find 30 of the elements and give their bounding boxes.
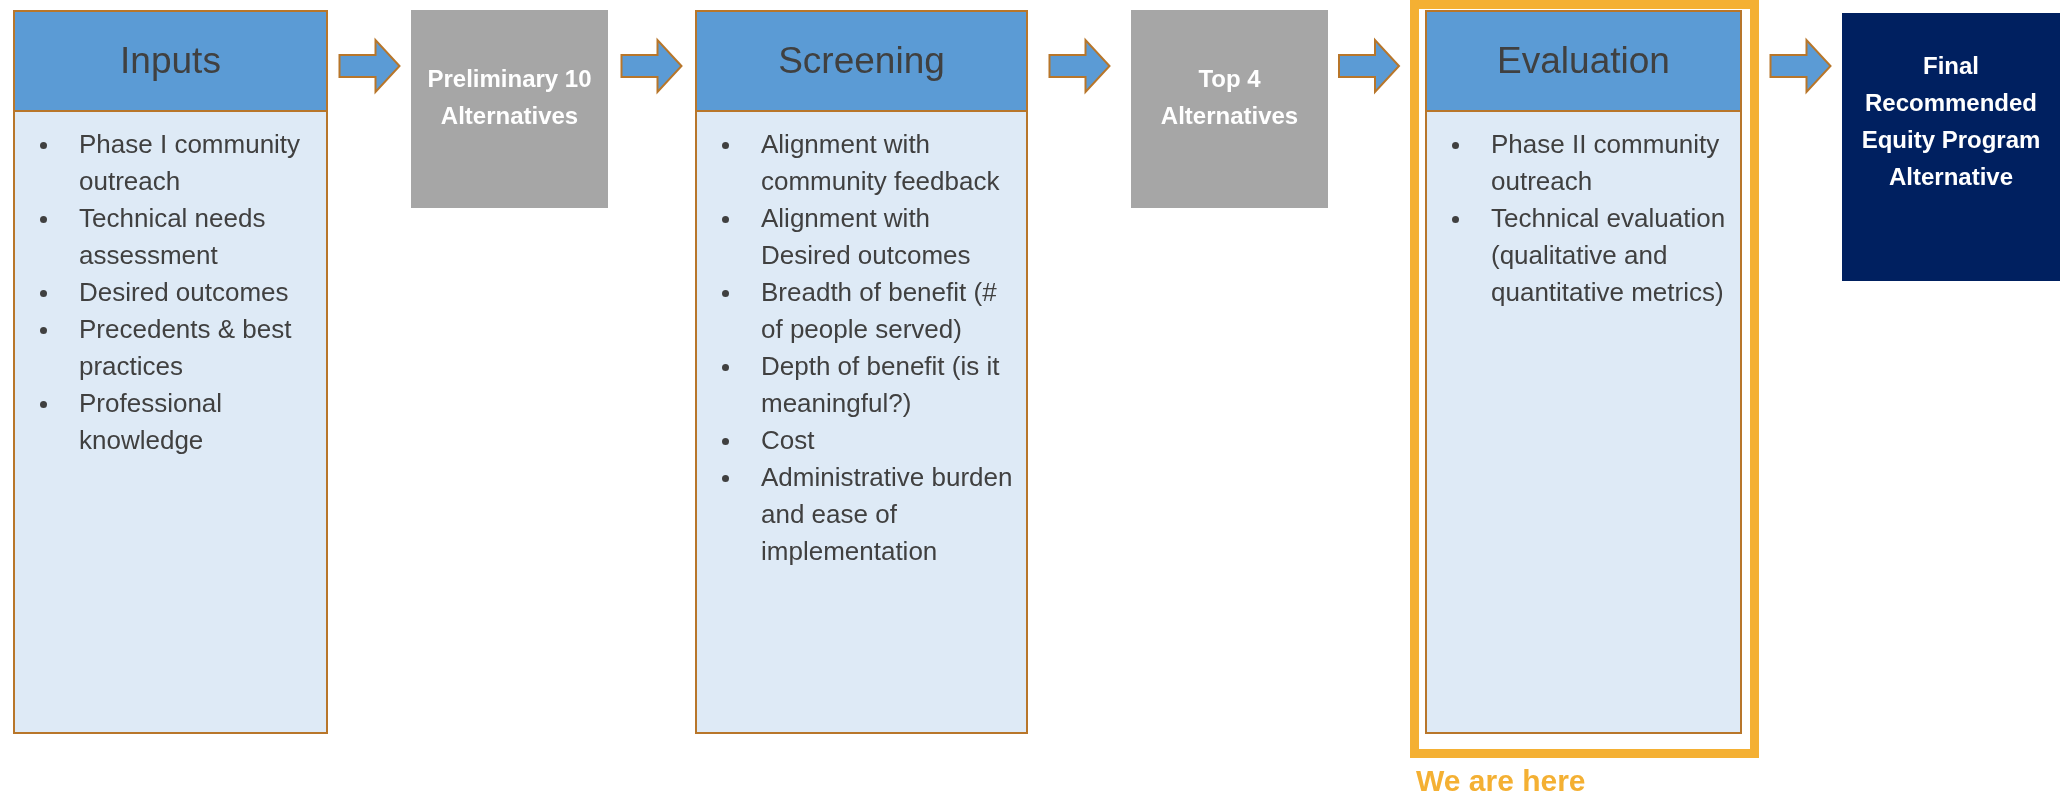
bullet-text: Cost [761,425,815,455]
bullet-text: Desired outcomes [79,277,289,307]
result-box [1131,10,1328,208]
block-arrow [338,37,401,95]
box-text: Top 4 Alternatives [1159,64,1300,131]
stage-heading: Evaluation [1427,12,1740,112]
block-arrow [1048,37,1111,95]
bullet-text: Breadth of benefit (# of people served) [761,277,997,344]
bullet-text: Phase I community outreach [79,129,301,196]
bullet-text: Alignment with Desired outcomes [761,203,971,270]
bullet-text: Phase II community outreach [1491,129,1720,196]
bullet-text: Professional knowledge [79,388,223,455]
block-arrow [620,37,683,95]
bullet-text: Alignment with community feedback [761,129,1000,196]
bullet-text: Precedents & best practices [79,314,292,381]
stage-panel [695,10,1028,734]
bullet-text: Technical evaluation (qualitative and quantitative metrics) [1491,203,1726,307]
bullet-text: Depth of benefit (is it meaningful?) [761,351,1000,418]
stage-panel [13,10,328,734]
bullet-text: Administrative burden and ease of implementation [761,462,1013,566]
box-text: Preliminary 10 Alternatives [426,64,593,131]
box-text: Final Recommended Equity Program Alternative [1860,51,2042,192]
callout-text: We are here [1416,764,1586,798]
bullet-text: Technical needs assessment [79,203,266,270]
block-arrow [1338,37,1401,95]
outcome-box [1842,13,2060,281]
stage-heading: Screening [697,12,1026,112]
stage-heading: Inputs [15,12,326,112]
result-box [411,10,608,208]
block-arrow [1769,37,1832,95]
